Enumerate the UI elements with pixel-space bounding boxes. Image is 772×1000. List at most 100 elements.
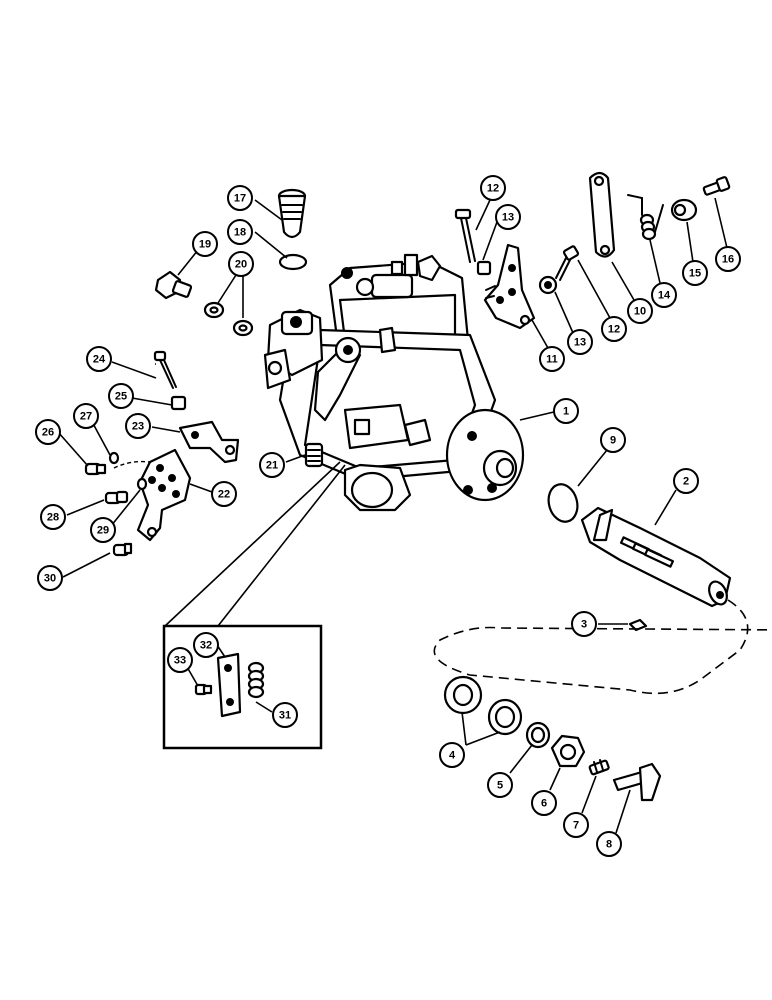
- callout-circle: [272, 702, 298, 728]
- screw-28: [104, 490, 129, 505]
- inset-frame: [162, 624, 323, 750]
- callout-27: 27: [73, 403, 99, 429]
- callout-number: 13: [574, 337, 586, 349]
- callout-number: 2: [683, 476, 689, 488]
- drive-shaft-2: [580, 506, 732, 608]
- link-10: [588, 171, 616, 258]
- callout-number: 24: [93, 354, 106, 366]
- callout-5: 5: [487, 772, 513, 798]
- callout-26: 26: [35, 419, 61, 445]
- callout-circle: [601, 316, 627, 342]
- callout-24: 24: [86, 346, 112, 372]
- plug-21: [304, 442, 324, 468]
- nut-6: [550, 734, 586, 768]
- sleeve-4a: [443, 675, 483, 715]
- callout-number: 18: [234, 227, 246, 239]
- callout-circle: [487, 772, 513, 798]
- screw-33: [194, 683, 213, 696]
- callout-circle: [563, 812, 589, 838]
- washer-27: [108, 451, 120, 465]
- inset-pointer-line-b: [217, 464, 346, 627]
- lever-22: [136, 448, 192, 542]
- callout-circle: [682, 260, 708, 286]
- callout-circle: [596, 831, 622, 857]
- callout-circle: [539, 346, 565, 372]
- callout-circle: [439, 742, 465, 768]
- plate-32: [216, 652, 242, 718]
- callout-8: 8: [596, 831, 622, 857]
- callout-29: 29: [90, 517, 116, 543]
- screw-24: [153, 350, 177, 389]
- callout-number: 17: [234, 193, 246, 205]
- callout-number: 7: [573, 820, 579, 832]
- inset-pointer-line-a: [164, 461, 341, 627]
- callout-number: 26: [42, 427, 54, 439]
- callout-number: 20: [235, 259, 247, 271]
- callout-number: 4: [449, 750, 456, 762]
- callout-number: 3: [581, 619, 587, 631]
- callout-circle: [125, 413, 151, 439]
- callout-circle: [228, 251, 254, 277]
- callout-number: 15: [689, 268, 701, 280]
- assembly-path-line: [433, 599, 772, 695]
- inset-detail: [162, 461, 346, 750]
- callout-circle: [37, 565, 63, 591]
- callout-17: 17: [227, 185, 253, 211]
- callout-circle: [211, 481, 237, 507]
- callout-16: 16: [715, 246, 741, 272]
- callout-23: 23: [125, 413, 151, 439]
- callout-15: 15: [682, 260, 708, 286]
- callout-circle: [553, 398, 579, 424]
- bolt-19: [154, 270, 193, 300]
- callout-circle: [86, 346, 112, 372]
- callout-number: 16: [722, 254, 734, 266]
- callout-circle: [35, 419, 61, 445]
- callout-28: 28: [40, 504, 66, 530]
- injection-pump-body: [263, 253, 525, 512]
- callout-14: 14: [651, 282, 677, 308]
- callout-number: 1: [563, 406, 569, 418]
- callout-number: 11: [546, 354, 558, 366]
- o-ring-9: [547, 483, 579, 523]
- callout-layer: 1234567891011121213131415161718192021222…: [35, 175, 741, 857]
- callout-circle: [193, 632, 219, 658]
- callout-circle: [627, 298, 653, 324]
- callout-number: 9: [610, 435, 616, 447]
- nut-25: [170, 395, 187, 411]
- bolt-12b: [555, 245, 580, 281]
- callout-circle: [571, 611, 597, 637]
- callout-19: 19: [192, 231, 218, 257]
- callout-circle: [495, 204, 521, 230]
- callout-9: 9: [600, 427, 626, 453]
- fitting-17: [277, 188, 307, 239]
- callout-number: 14: [658, 290, 671, 302]
- nut-13a: [476, 260, 492, 276]
- callout-30: 30: [37, 565, 63, 591]
- callout-number: 33: [174, 655, 186, 667]
- callout-number: 30: [44, 573, 56, 585]
- bracket-23: [178, 420, 240, 464]
- callout-number: 13: [502, 212, 514, 224]
- callout-20: 20: [228, 251, 254, 277]
- screw-26: [84, 462, 107, 476]
- callout-circle: [227, 219, 253, 245]
- callout-circle: [73, 403, 99, 429]
- callout-number: 23: [132, 421, 144, 433]
- callout-number: 10: [634, 306, 646, 318]
- callout-number: 8: [606, 839, 612, 851]
- alignment-dash-line: [113, 460, 151, 469]
- callout-12: 12: [601, 316, 627, 342]
- callout-3: 3: [571, 611, 597, 637]
- callout-circle: [90, 517, 116, 543]
- callout-2: 2: [673, 468, 699, 494]
- screw-16: [702, 176, 731, 196]
- callout-circle: [227, 185, 253, 211]
- callout-4: 4: [439, 742, 465, 768]
- callout-33: 33: [167, 647, 193, 673]
- callout-number: 12: [608, 324, 620, 336]
- callout-circle: [715, 246, 741, 272]
- callout-circle: [167, 647, 193, 673]
- callout-number: 21: [266, 460, 278, 472]
- o-ring-18: [278, 253, 308, 271]
- callout-number: 5: [497, 780, 503, 792]
